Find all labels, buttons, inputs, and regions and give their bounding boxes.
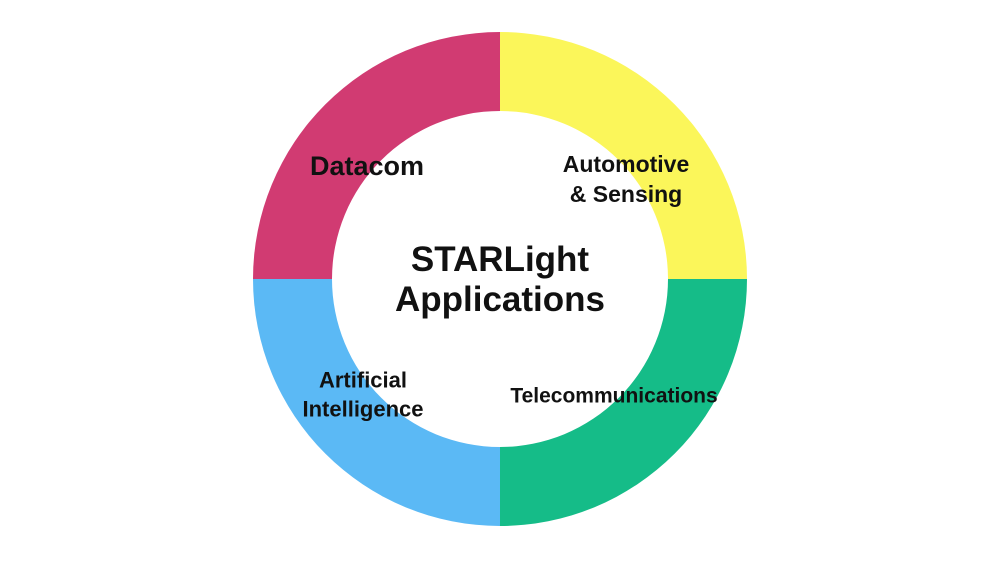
label-ai-line1: Artificial: [318, 367, 408, 393]
label-telecommunications: Telecommunications: [510, 383, 717, 408]
center-title: STARLight Applications: [395, 240, 605, 321]
segment-datacom: [253, 32, 500, 279]
segment-artificial-intelligence: [253, 279, 500, 526]
center-title-line1: STARLight: [410, 239, 590, 279]
label-automotive-sensing: Automotive & Sensing: [563, 150, 690, 210]
label-telecommunications-text: Telecommunications: [510, 384, 718, 408]
label-artificial-intelligence: Artificial Intelligence: [302, 366, 423, 423]
label-automotive-line1: Automotive: [562, 151, 690, 178]
label-datacom: Datacom: [310, 150, 424, 182]
segment-automotive-sensing: [500, 32, 747, 279]
label-automotive-line2: & Sensing: [569, 181, 683, 207]
label-ai-line2: Intelligence: [302, 396, 424, 421]
label-datacom-text: Datacom: [309, 150, 425, 181]
segment-telecommunications: [500, 279, 747, 526]
center-title-line2: Applications: [394, 280, 606, 319]
